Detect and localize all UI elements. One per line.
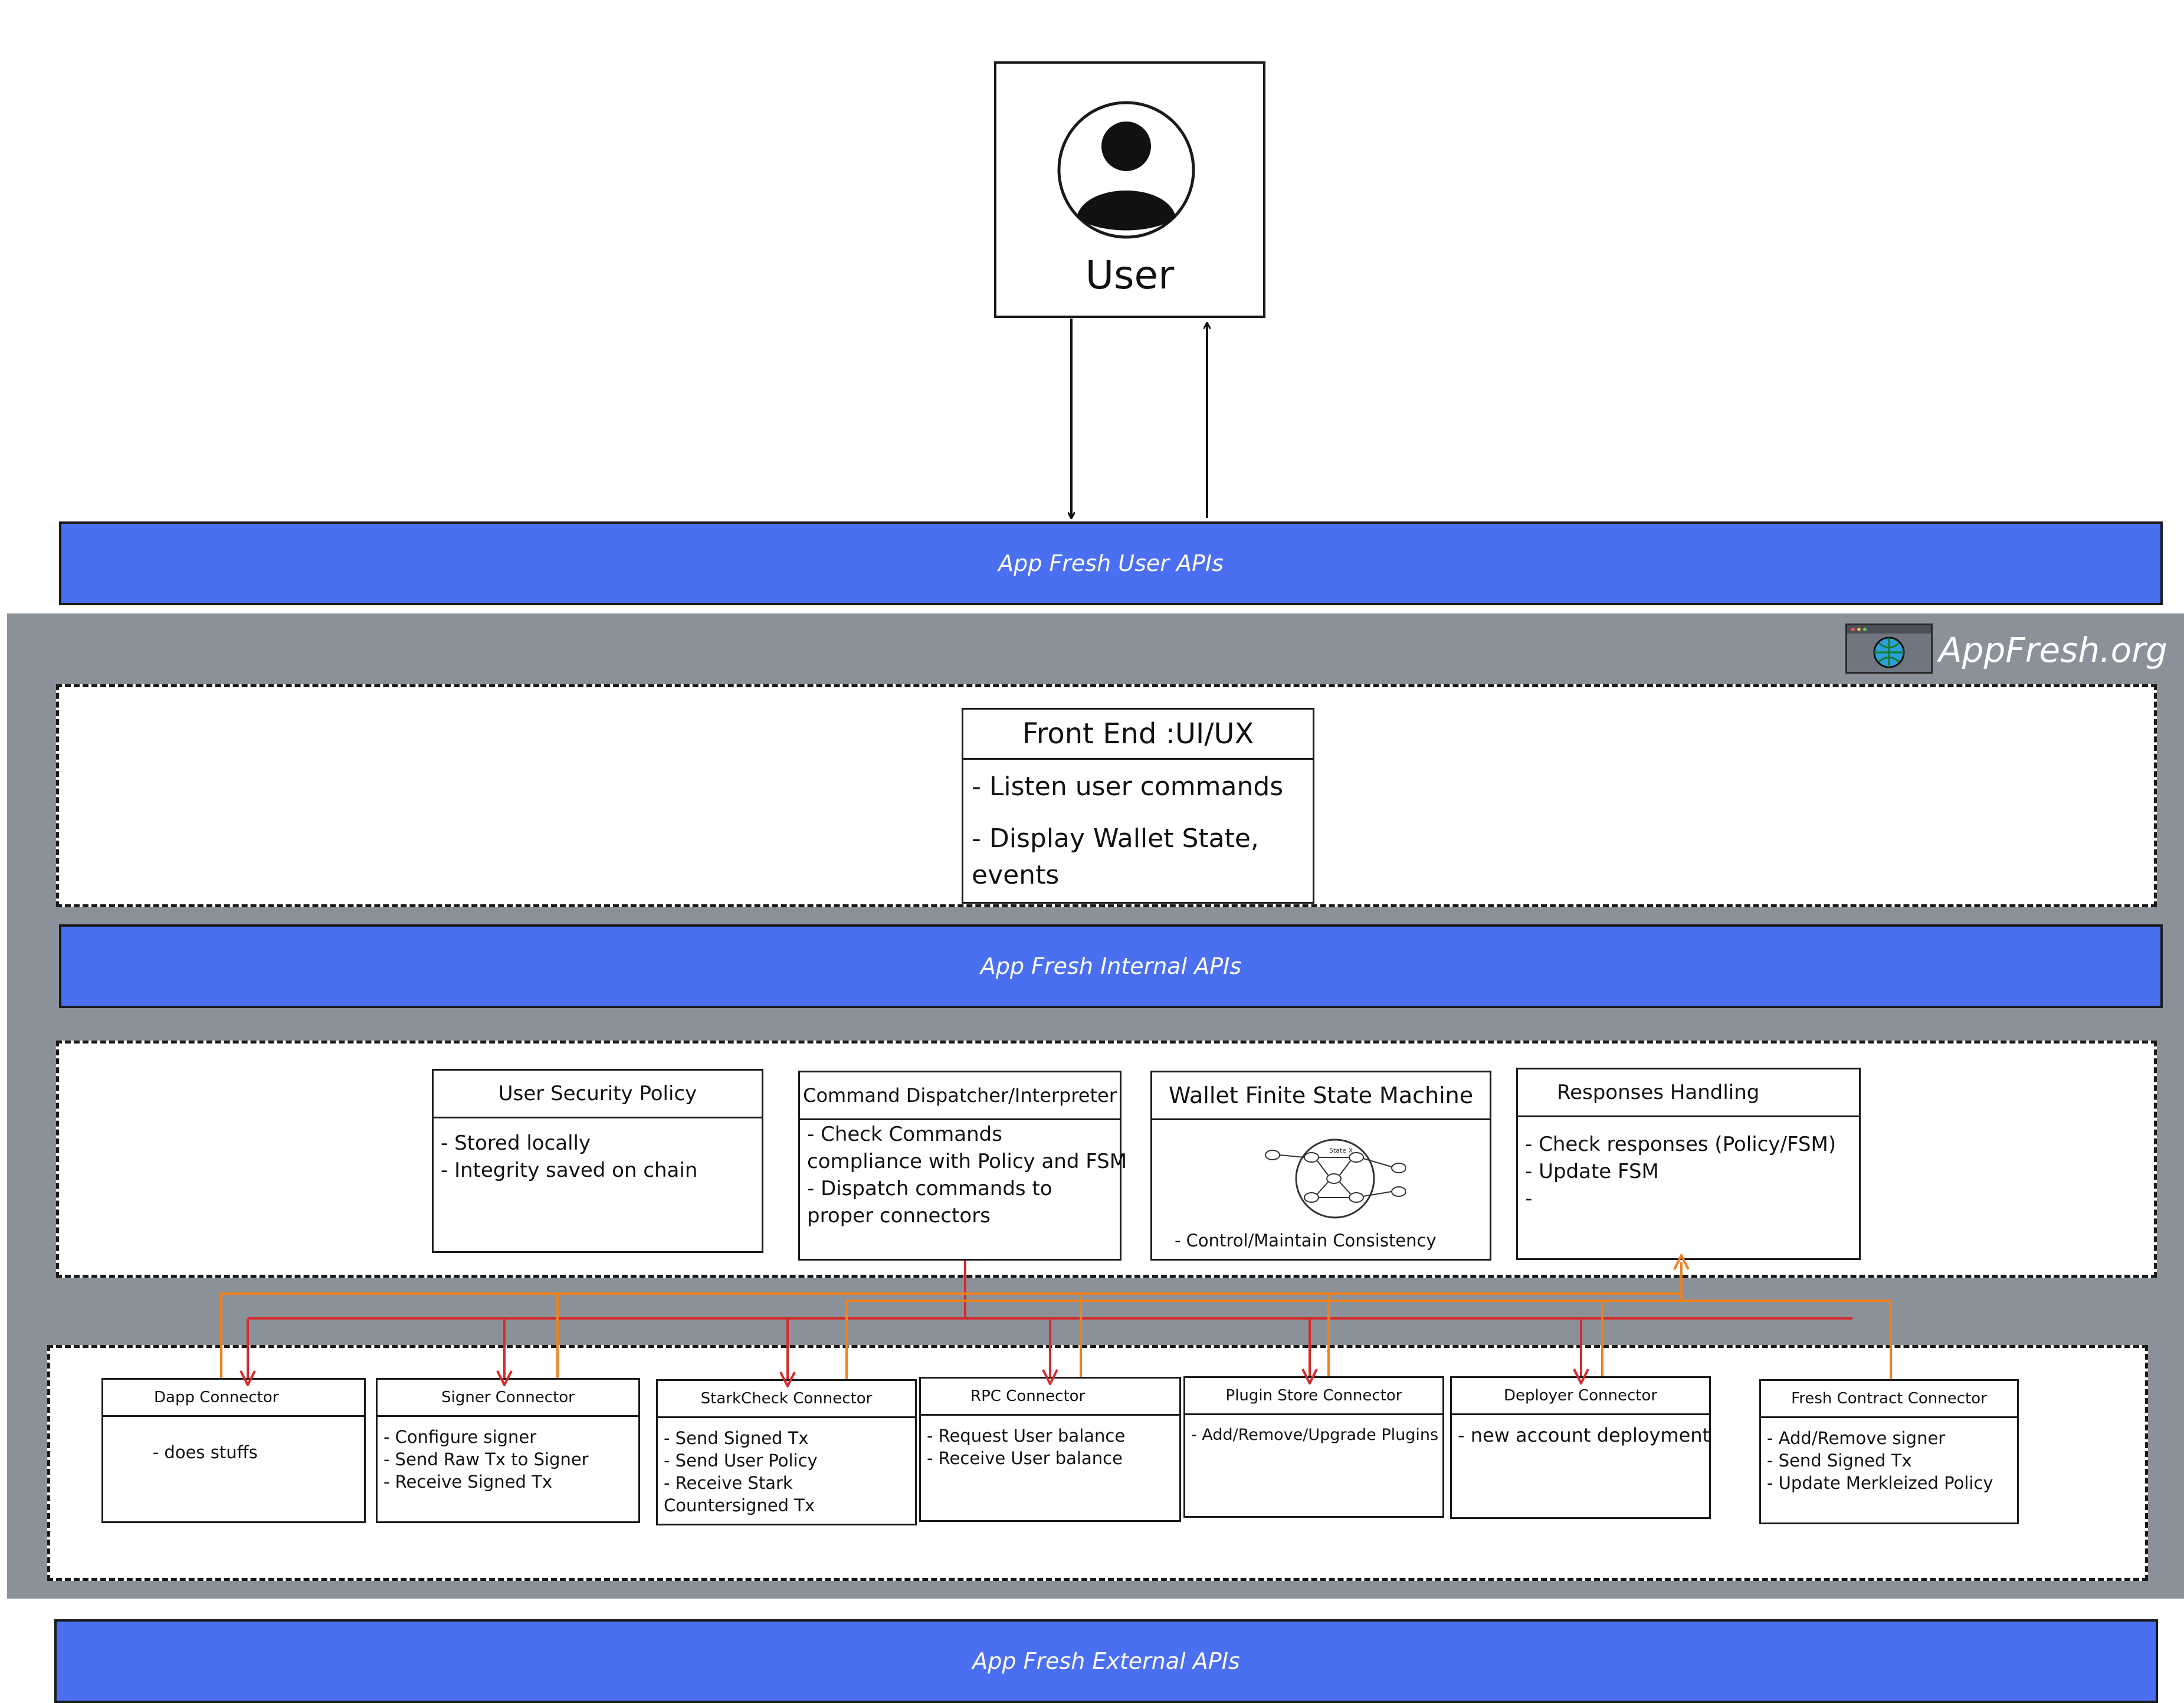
security-line: - Integrity saved on chain <box>441 1159 698 1182</box>
connector-title: Fresh Contract Connector <box>1761 1381 2017 1418</box>
connector-title: Plugin Store Connector <box>1185 1378 1442 1415</box>
fsm-diagram-label: State X <box>1329 1147 1353 1154</box>
connector-line: - Receive Stark <box>664 1473 793 1493</box>
responses-title: Responses Handling <box>1518 1069 1859 1117</box>
connector-line: - Send Signed Tx <box>1767 1451 1912 1471</box>
frontend-box: Front End :UI/UX - Listen user commands … <box>962 708 1314 904</box>
fsm-state-diagram: State X <box>1264 1131 1406 1232</box>
frontend-title: Front End :UI/UX <box>963 710 1313 760</box>
user-avatar-icon <box>1055 99 1197 241</box>
connector-line: - Configure signer <box>383 1427 537 1447</box>
connector-line: - Request User balance <box>927 1426 1126 1446</box>
plugin-store-connector-box: Plugin Store Connector - Add/Remove/Upgr… <box>1183 1376 1444 1518</box>
external-apis-band: App Fresh External APIs <box>54 1619 2158 1703</box>
deployer-connector-box: Deployer Connector - new account deploym… <box>1450 1376 1711 1519</box>
connector-title: Dapp Connector <box>103 1380 364 1417</box>
dispatch-arrows <box>248 1261 1852 1379</box>
responses-line: - Check responses (Policy/FSM) <box>1525 1133 1837 1156</box>
connector-line: - Send User Policy <box>664 1451 818 1471</box>
security-line: - Stored locally <box>441 1131 591 1155</box>
frontend-item: events <box>972 860 1060 890</box>
fsm-line: - Control/Maintain Consistency <box>1175 1231 1437 1251</box>
connector-line: - Send Signed Tx <box>664 1428 809 1448</box>
connector-line: - Receive Signed Tx <box>383 1472 553 1492</box>
user-label: User <box>1085 252 1175 298</box>
connector-line: - does stuffs <box>109 1442 258 1462</box>
frontend-item: - Listen user commands <box>972 772 1284 802</box>
dispatcher-line: - Check Commands <box>807 1123 1002 1146</box>
dispatcher-line: compliance with Policy and FSM <box>807 1150 1127 1173</box>
connector-line: - Receive User balance <box>927 1448 1123 1468</box>
command-dispatcher-box: Command Dispatcher/Interpreter - Check C… <box>798 1071 1127 1261</box>
signer-connector-box: Signer Connector - Configure signer - Se… <box>376 1378 640 1523</box>
dapp-connector-box: Dapp Connector - does stuffs <box>101 1378 366 1523</box>
connector-title: Deployer Connector <box>1452 1378 1709 1415</box>
responses-line: - <box>1525 1187 1533 1210</box>
connector-line: - Add/Remove/Upgrade Plugins <box>1191 1426 1439 1444</box>
connector-line: - new account deployment <box>1458 1424 1710 1446</box>
dispatcher-line: proper connectors <box>807 1204 991 1228</box>
responses-handling-box: Responses Handling - Check responses (Po… <box>1516 1068 1861 1260</box>
rpc-connector-box: RPC Connector - Request User balance - R… <box>919 1377 1181 1522</box>
security-title: User Security Policy <box>434 1071 762 1118</box>
fsm-title: Wallet Finite State Machine <box>1152 1072 1490 1120</box>
connector-line: - Add/Remove signer <box>1767 1428 1946 1448</box>
user-apis-band: App Fresh User APIs <box>59 521 2163 605</box>
internal-apis-band: App Fresh Internal APIs <box>59 924 2163 1008</box>
responses-line: - Update FSM <box>1525 1160 1659 1183</box>
connector-line: - Send Raw Tx to Signer <box>383 1449 589 1469</box>
response-arrows <box>220 1262 1892 1379</box>
frontend-item: - Display Wallet State, <box>972 823 1259 854</box>
dispatcher-line: - Dispatch commands to <box>807 1177 1052 1200</box>
fresh-contract-connector-box: Fresh Contract Connector - Add/Remove si… <box>1759 1379 2019 1524</box>
connector-line: - Update Merkleized Policy <box>1767 1473 1993 1493</box>
user-security-policy-box: User Security Policy - Stored locally - … <box>432 1069 763 1253</box>
connector-title: StarkCheck Connector <box>658 1381 915 1418</box>
dispatcher-title: Command Dispatcher/Interpreter <box>800 1072 1120 1120</box>
connector-title: Signer Connector <box>378 1380 638 1417</box>
connector-line: Countersigned Tx <box>664 1495 815 1515</box>
connector-title: RPC Connector <box>921 1379 1179 1416</box>
brand-label: AppFresh.org <box>1939 630 2167 670</box>
wallet-fsm-box: Wallet Finite State Machine State X - Co… <box>1150 1071 1491 1261</box>
user-box: User <box>994 61 1265 318</box>
brand-window-icon <box>1845 624 1933 674</box>
